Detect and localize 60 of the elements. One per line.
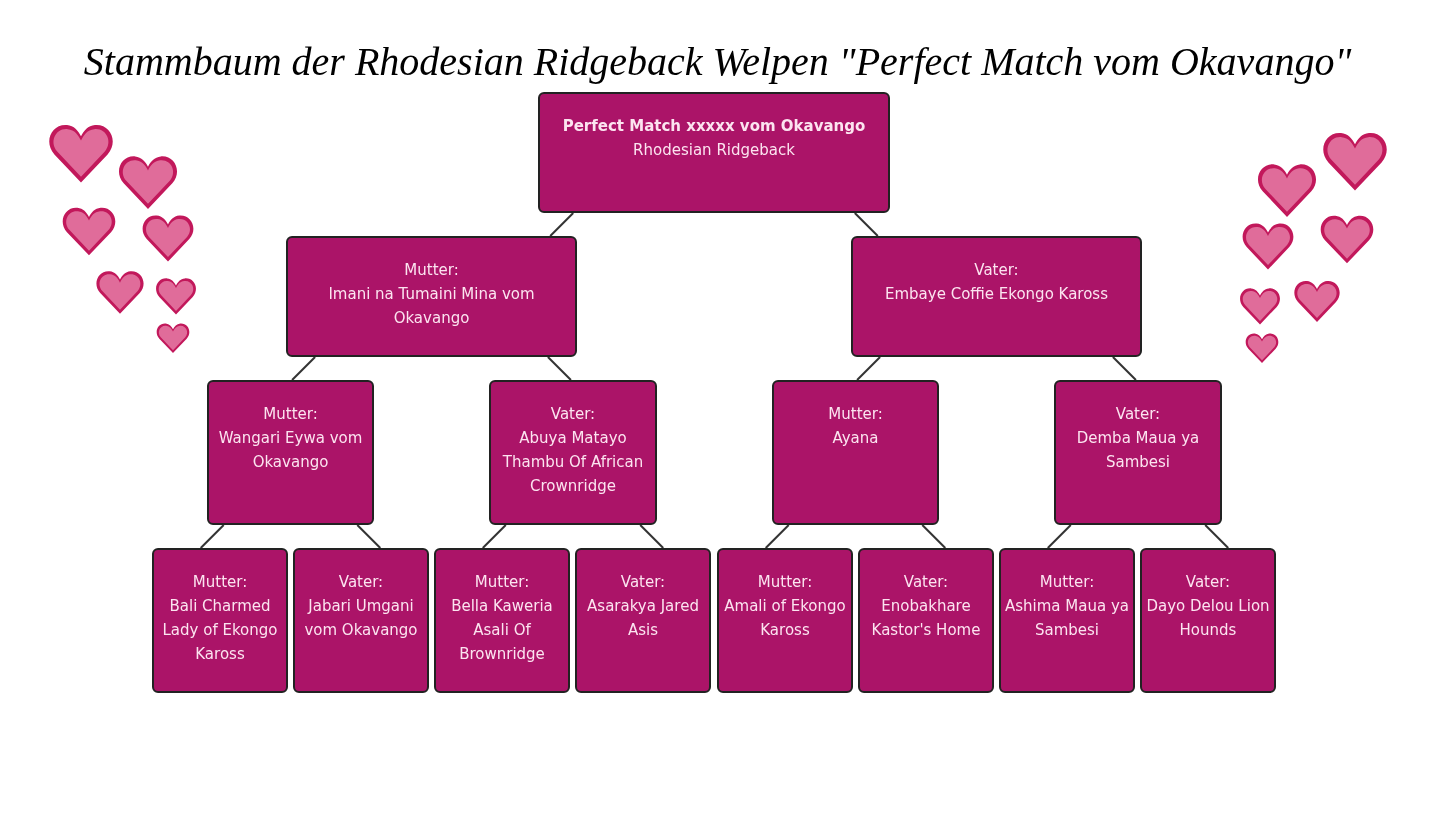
connector-line [199, 524, 225, 549]
dog-name: Amali of Ekongo Kaross [723, 596, 847, 641]
dog-name: Dayo Delou Lion Hounds [1146, 596, 1270, 641]
pedigree-box [434, 548, 570, 693]
parent-label: Mutter: [828, 404, 883, 425]
dog-name: Demba Maua ya Sambesi [1075, 428, 1201, 473]
parent-label: Mutter: [263, 404, 318, 425]
connector-line [853, 212, 879, 237]
connector-line [639, 524, 665, 549]
pedigree-box [717, 548, 853, 693]
connector-line [356, 524, 382, 549]
connector-line [481, 524, 507, 549]
connector-line [1046, 524, 1072, 549]
parent-label: Vater: [550, 404, 596, 425]
parent-label: Vater: [338, 572, 384, 593]
connector-line [921, 524, 947, 549]
parent-label: Vater: [903, 572, 949, 593]
connector-line [291, 356, 317, 381]
connector-line [764, 524, 790, 549]
connector-line [856, 356, 882, 381]
connector-line [1204, 524, 1230, 549]
dog-name: Jabari Umgani vom Okavango [303, 596, 419, 641]
dog-name: Bella Kaweria Asali Of Brownridge [450, 596, 554, 665]
pedigree-box [538, 92, 890, 213]
parent-label: Mutter: [474, 572, 530, 593]
dog-name: Ashima Maua ya Sambesi [1005, 596, 1129, 641]
pedigree-box [207, 380, 374, 525]
pedigree-box [1054, 380, 1222, 525]
parent-label: Vater: [1185, 572, 1231, 593]
parent-label: Mutter: [404, 260, 459, 281]
pedigree-box [858, 548, 994, 693]
dog-name: Wangari Eywa vom Okavango [217, 428, 364, 473]
parent-label: Vater: [620, 572, 666, 593]
dog-name: Rhodesian Ridgeback [633, 140, 795, 161]
dog-name: Imani na Tumaini Mina vom Okavango [327, 284, 536, 329]
title: Stammbaum der Rhodesian Ridgeback Welpen "Perfect Match vom Okavango" [82, 38, 1353, 86]
pedigree-box [575, 548, 711, 693]
pedigree-box [851, 236, 1142, 357]
parent-label: Mutter: [1039, 572, 1095, 593]
connector-line [546, 356, 572, 381]
parent-label: Vater: [1115, 404, 1161, 425]
pedigree-box [293, 548, 429, 693]
dog-name: Ayana [832, 428, 879, 449]
pedigree-box [286, 236, 577, 357]
dog-name: Embaye Coffie Ekongo Kaross [885, 284, 1108, 305]
parent-label: Mutter: [192, 572, 248, 593]
dog-name: Asarakya Jared Asis [586, 596, 700, 641]
parent-label: Vater: [974, 260, 1019, 281]
connector-line [549, 212, 575, 237]
connector-line [1111, 356, 1137, 381]
dog-name: Bali Charmed Lady of Ekongo Kaross [161, 596, 279, 665]
pedigree-box [152, 548, 288, 693]
dog-name: Enobakhare Kastor's Home [870, 596, 982, 641]
pedigree-box [772, 380, 939, 525]
pedigree-box [1140, 548, 1276, 693]
pedigree-box [999, 548, 1135, 693]
dog-name: Perfect Match xxxxx vom Okavango [562, 116, 866, 137]
pedigree-box [489, 380, 657, 525]
dog-name: Abuya Matayo Thambu Of African Crownridge [501, 428, 645, 497]
parent-label: Mutter: [757, 572, 813, 593]
